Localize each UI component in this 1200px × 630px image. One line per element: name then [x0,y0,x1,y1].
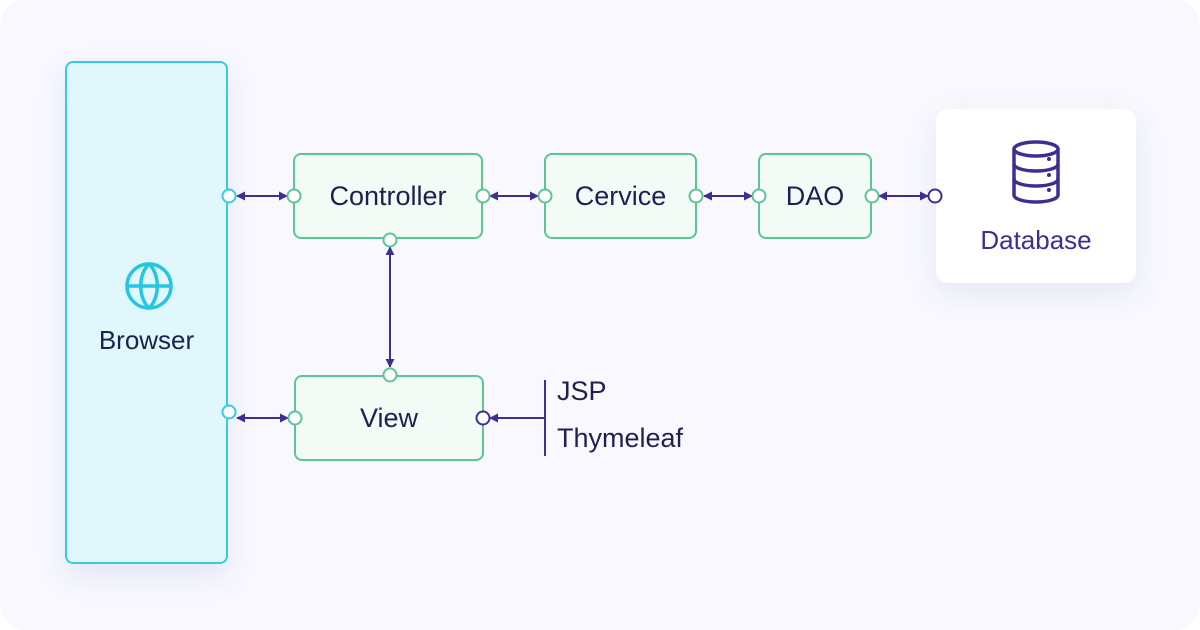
port-controller-left [286,188,302,204]
port-browser-bottom [221,404,237,420]
port-view-top [382,367,398,383]
browser-label: Browser [98,325,195,355]
port-view-left [287,410,303,426]
port-service-left [537,188,553,204]
template-thymeleaf: Thymeleaf [557,423,684,453]
service-box: Cervice [544,153,697,239]
view-label: View [359,402,419,433]
view-box: View [294,375,484,461]
database-label: Database [980,225,1092,255]
port-dao-left [751,188,767,204]
service-label: Cervice [574,180,667,211]
port-browser-top [221,188,237,204]
globe-icon [125,261,173,311]
port-dao-right [864,188,880,204]
template-jsp: JSP [557,376,607,406]
controller-label: Controller [329,180,447,211]
port-view-right [475,410,491,426]
database-card: Database [936,109,1136,283]
port-database-left [927,188,943,204]
controller-box: Controller [293,153,483,239]
port-controller-right [475,188,491,204]
dao-label: DAO [785,180,845,211]
port-controller-bottom [382,232,398,248]
browser-box: Browser [65,61,228,564]
port-service-right [688,188,704,204]
database-icon [1012,140,1060,204]
